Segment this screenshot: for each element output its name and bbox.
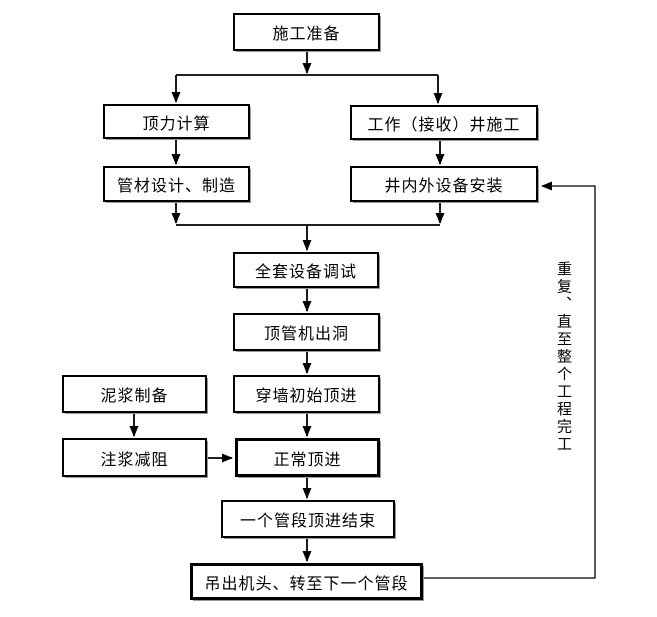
edge-repeat-loop	[423, 181, 596, 579]
flow-node-lift-machine-head: 吊出机头、转至下一个管段	[190, 563, 423, 600]
flow-node-pipe-design: 管材设计、制造	[103, 166, 250, 202]
flow-node-mud-preparation: 泥浆制备	[62, 375, 207, 413]
flow-node-force-calc: 顶力计算	[103, 104, 250, 139]
flow-node-machine-exit: 顶管机出洞	[233, 313, 380, 351]
flow-node-prep: 施工准备	[233, 13, 380, 51]
flow-node-normal-jacking: 正常顶进	[235, 438, 380, 477]
flow-node-wall-initial-jack: 穿墙初始顶进	[233, 375, 380, 413]
flow-node-segment-finished: 一个管段顶进结束	[221, 500, 395, 538]
edge-group	[129, 51, 596, 579]
flow-node-well-construction: 工作（接收）井施工	[350, 105, 538, 140]
flow-node-equipment-debug: 全套设备调试	[233, 252, 379, 288]
flow-node-grout-friction: 注浆减阻	[62, 438, 207, 477]
flow-node-equipment-install: 井内外设备安装	[350, 166, 538, 202]
repeat-note-vertical-text: 重复、直至整个工程完工	[555, 261, 571, 454]
